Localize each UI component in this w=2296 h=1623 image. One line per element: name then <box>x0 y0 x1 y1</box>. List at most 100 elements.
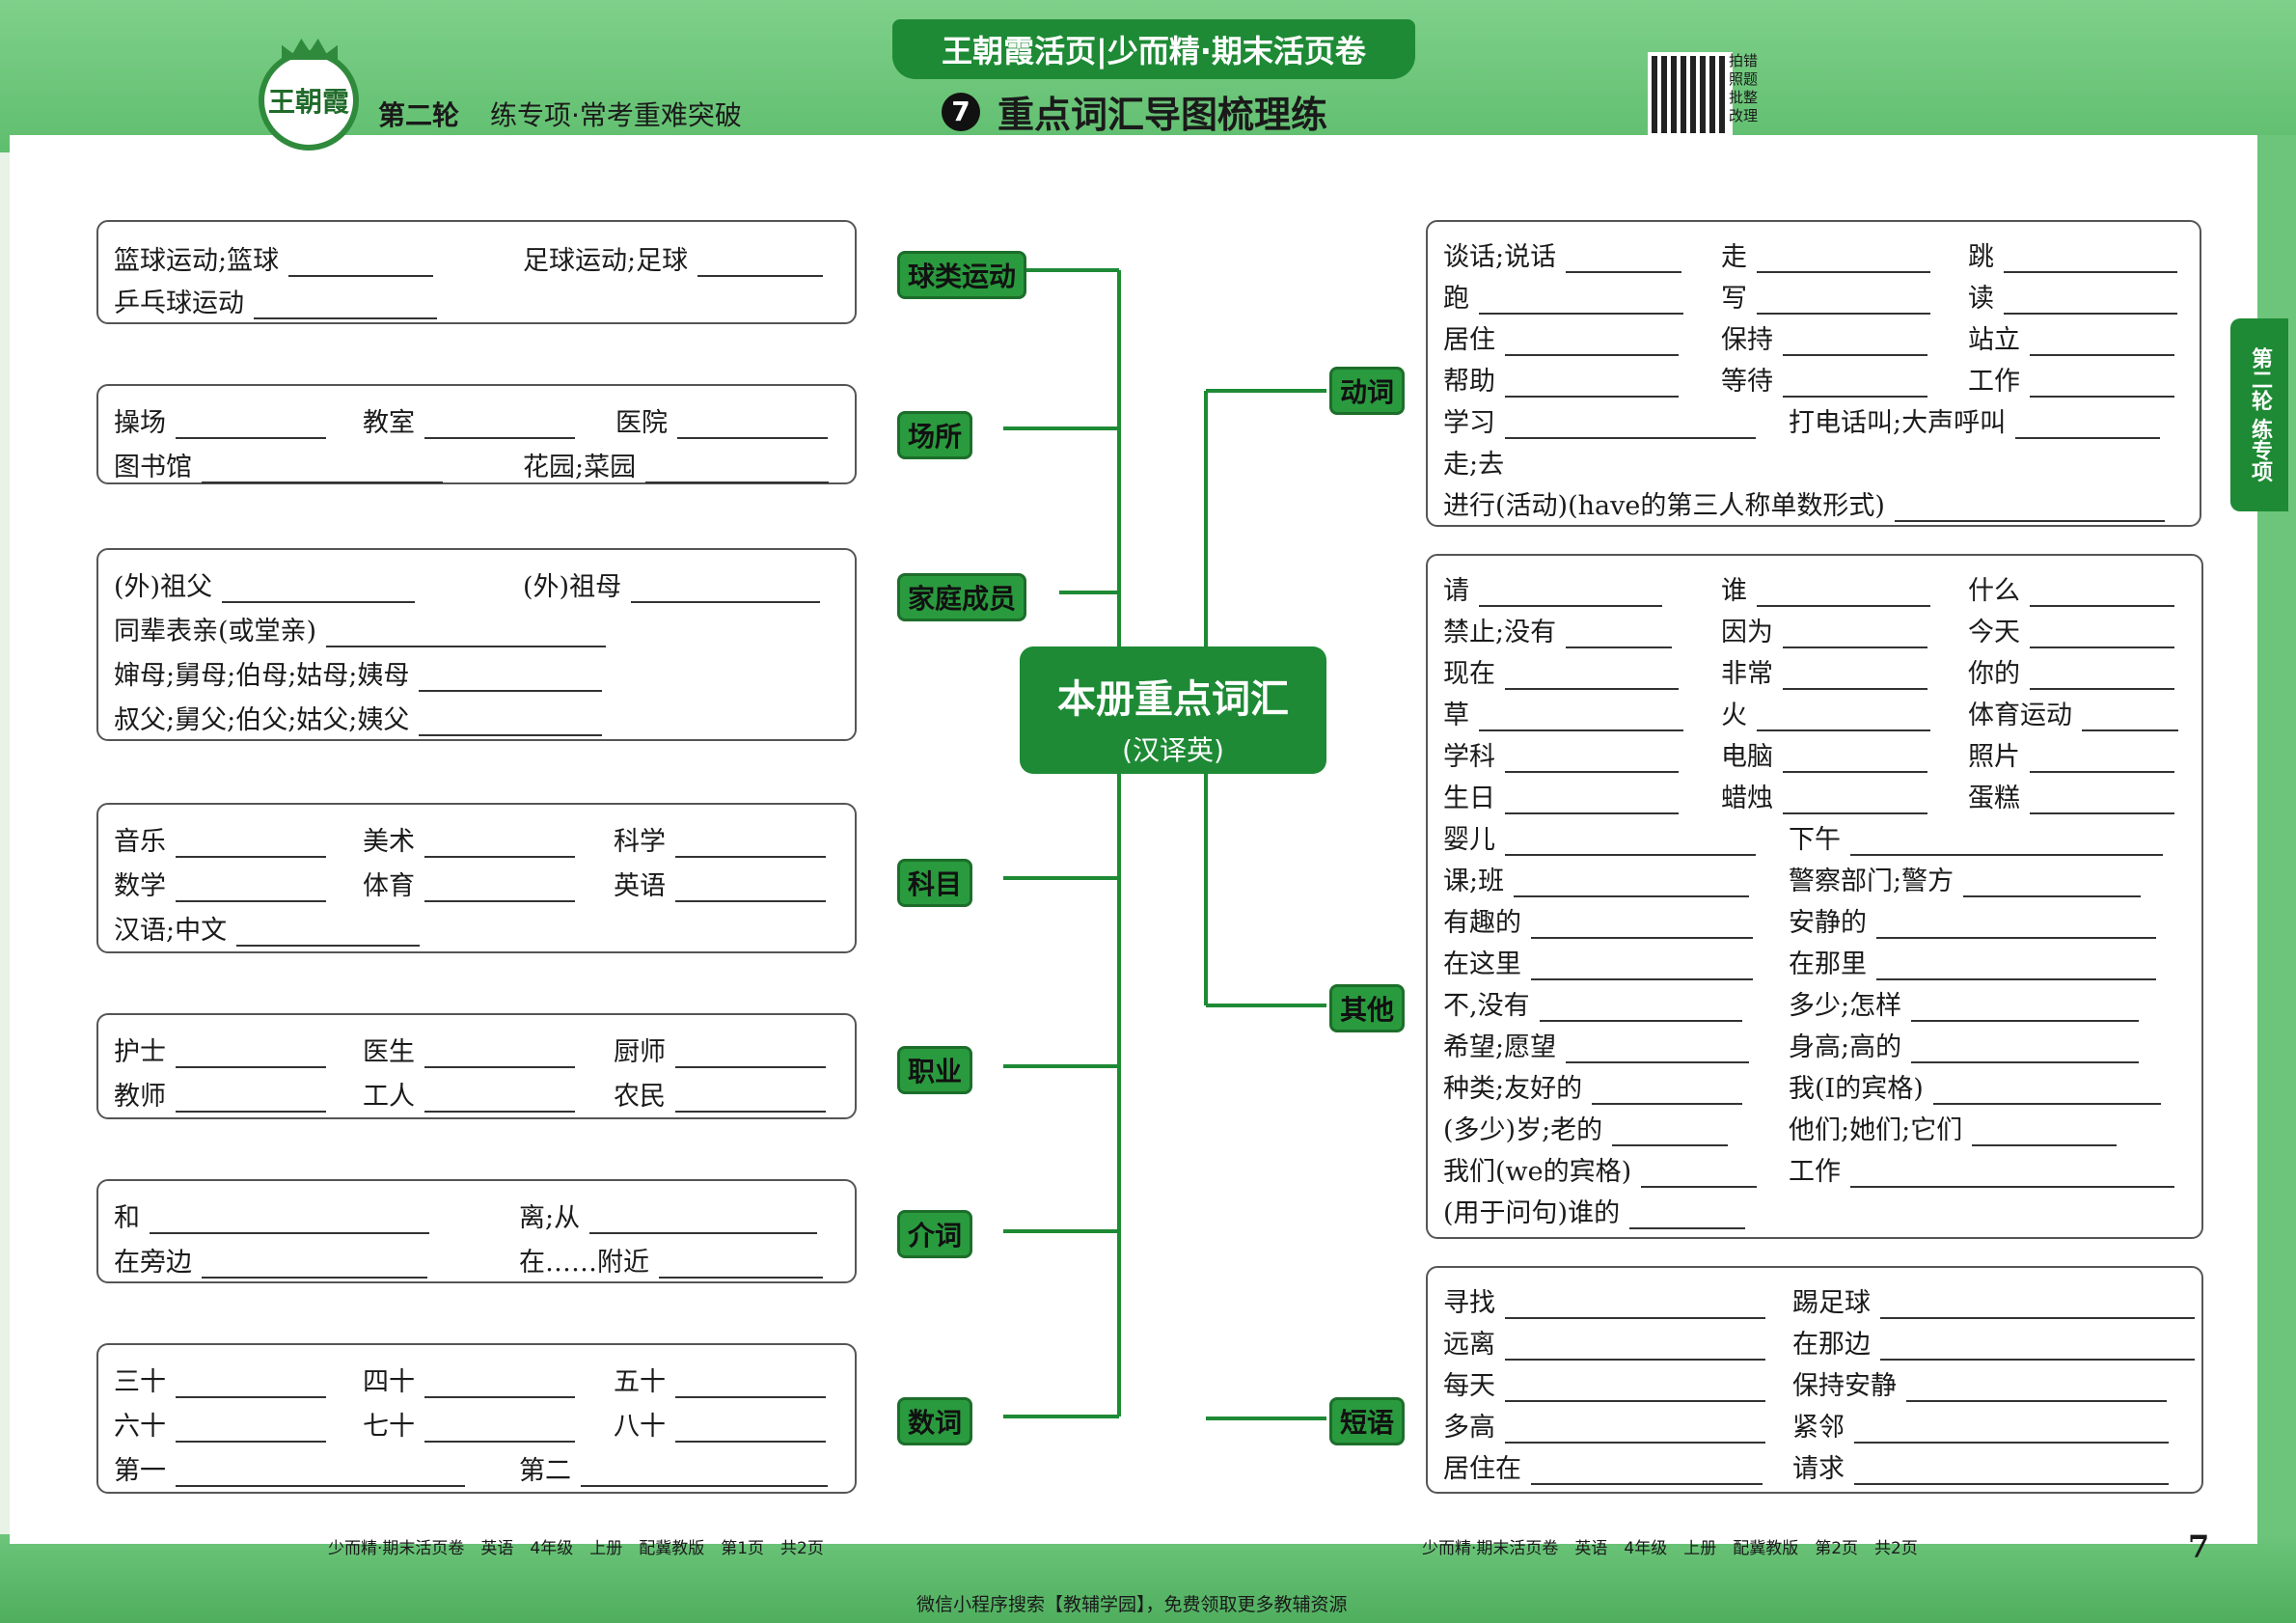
answer-blank[interactable] <box>1757 293 1930 315</box>
answer-blank[interactable] <box>1505 1339 1765 1361</box>
answer-blank[interactable] <box>1566 627 1673 648</box>
answer-blank[interactable] <box>2030 586 2174 607</box>
answer-blank[interactable] <box>424 1091 575 1113</box>
answer-blank[interactable] <box>236 925 421 947</box>
answer-blank[interactable] <box>1505 376 1679 398</box>
answer-blank[interactable] <box>1906 1381 2167 1402</box>
answer-blank[interactable] <box>2004 252 2177 273</box>
answer-blank[interactable] <box>2015 418 2161 439</box>
answer-blank[interactable] <box>1783 376 1927 398</box>
answer-blank[interactable] <box>176 881 326 902</box>
answer-blank[interactable] <box>1757 252 1930 273</box>
answer-blank[interactable] <box>1531 1464 1763 1485</box>
answer-blank[interactable] <box>1783 752 1927 773</box>
answer-blank[interactable] <box>1505 1298 1765 1319</box>
answer-blank[interactable] <box>424 881 575 902</box>
answer-blank[interactable] <box>424 1047 575 1068</box>
answer-blank[interactable] <box>1479 586 1662 607</box>
answer-blank[interactable] <box>2082 710 2178 731</box>
answer-blank[interactable] <box>176 1091 326 1113</box>
answer-blank[interactable] <box>1757 710 1930 731</box>
answer-blank[interactable] <box>2030 669 2174 690</box>
answer-blank[interactable] <box>675 1091 826 1113</box>
answer-blank[interactable] <box>1641 1167 1758 1188</box>
answer-blank[interactable] <box>424 418 575 439</box>
qr-code-icon[interactable] <box>1648 52 1733 137</box>
answer-blank[interactable] <box>1876 918 2156 939</box>
answer-blank[interactable] <box>176 418 326 439</box>
answer-blank[interactable] <box>202 462 443 483</box>
answer-blank[interactable] <box>675 881 826 902</box>
answer-blank[interactable] <box>222 582 416 603</box>
answer-blank[interactable] <box>1479 710 1683 731</box>
answer-blank[interactable] <box>581 1466 828 1487</box>
answer-blank[interactable] <box>659 1257 823 1279</box>
answer-blank[interactable] <box>1854 1464 2169 1485</box>
answer-blank[interactable] <box>424 1377 575 1398</box>
answer-blank[interactable] <box>202 1257 427 1279</box>
answer-blank[interactable] <box>1505 793 1679 814</box>
answer-blank[interactable] <box>1566 1042 1750 1063</box>
answer-blank[interactable] <box>2030 376 2174 398</box>
answer-blank[interactable] <box>1911 1042 2140 1063</box>
answer-blank[interactable] <box>1531 959 1753 980</box>
answer-blank[interactable] <box>1880 1298 2195 1319</box>
answer-blank[interactable] <box>1505 835 1756 856</box>
answer-blank[interactable] <box>1539 1001 1742 1022</box>
answer-blank[interactable] <box>419 715 603 736</box>
answer-blank[interactable] <box>1505 1422 1765 1444</box>
answer-blank[interactable] <box>1972 1125 2118 1146</box>
answer-blank[interactable] <box>1629 1208 1746 1229</box>
answer-blank[interactable] <box>1531 918 1753 939</box>
answer-blank[interactable] <box>1505 669 1679 690</box>
answer-blank[interactable] <box>677 418 828 439</box>
answer-blank[interactable] <box>675 837 826 858</box>
answer-blank[interactable] <box>1880 1339 2195 1361</box>
answer-blank[interactable] <box>2030 335 2174 356</box>
answer-blank[interactable] <box>1783 669 1927 690</box>
answer-blank[interactable] <box>1505 335 1679 356</box>
answer-blank[interactable] <box>424 837 575 858</box>
answer-blank[interactable] <box>176 837 326 858</box>
answer-blank[interactable] <box>1783 335 1927 356</box>
answer-blank[interactable] <box>1479 293 1683 315</box>
answer-blank[interactable] <box>1612 1125 1729 1146</box>
answer-blank[interactable] <box>1911 1001 2140 1022</box>
answer-blank[interactable] <box>697 256 824 277</box>
answer-blank[interactable] <box>326 626 607 647</box>
answer-blank[interactable] <box>1876 959 2156 980</box>
answer-blank[interactable] <box>1850 1167 2174 1188</box>
answer-blank[interactable] <box>1932 1084 2161 1105</box>
answer-blank[interactable] <box>150 1213 429 1234</box>
answer-blank[interactable] <box>176 1421 326 1443</box>
answer-blank[interactable] <box>675 1421 826 1443</box>
answer-blank[interactable] <box>424 1421 575 1443</box>
answer-blank[interactable] <box>675 1047 826 1068</box>
answer-blank[interactable] <box>2030 752 2174 773</box>
answer-blank[interactable] <box>288 256 434 277</box>
answer-blank[interactable] <box>176 1047 326 1068</box>
answer-blank[interactable] <box>2004 293 2177 315</box>
answer-blank[interactable] <box>1592 1084 1743 1105</box>
answer-blank[interactable] <box>675 1377 826 1398</box>
answer-blank[interactable] <box>1514 876 1750 897</box>
answer-blank[interactable] <box>1757 586 1930 607</box>
answer-blank[interactable] <box>1783 627 1927 648</box>
answer-blank[interactable] <box>2030 627 2174 648</box>
answer-blank[interactable] <box>1505 752 1679 773</box>
answer-blank[interactable] <box>631 582 821 603</box>
answer-blank[interactable] <box>419 671 603 692</box>
answer-blank[interactable] <box>254 298 437 319</box>
answer-blank[interactable] <box>1854 1422 2169 1444</box>
answer-blank[interactable] <box>645 462 830 483</box>
answer-blank[interactable] <box>1566 252 1682 273</box>
answer-blank[interactable] <box>1894 501 2165 522</box>
answer-blank[interactable] <box>1850 835 2163 856</box>
answer-blank[interactable] <box>1783 793 1927 814</box>
answer-blank[interactable] <box>589 1213 818 1234</box>
answer-blank[interactable] <box>1505 1381 1765 1402</box>
answer-blank[interactable] <box>176 1466 465 1487</box>
answer-blank[interactable] <box>176 1377 326 1398</box>
answer-blank[interactable] <box>1963 876 2142 897</box>
answer-blank[interactable] <box>2030 793 2174 814</box>
